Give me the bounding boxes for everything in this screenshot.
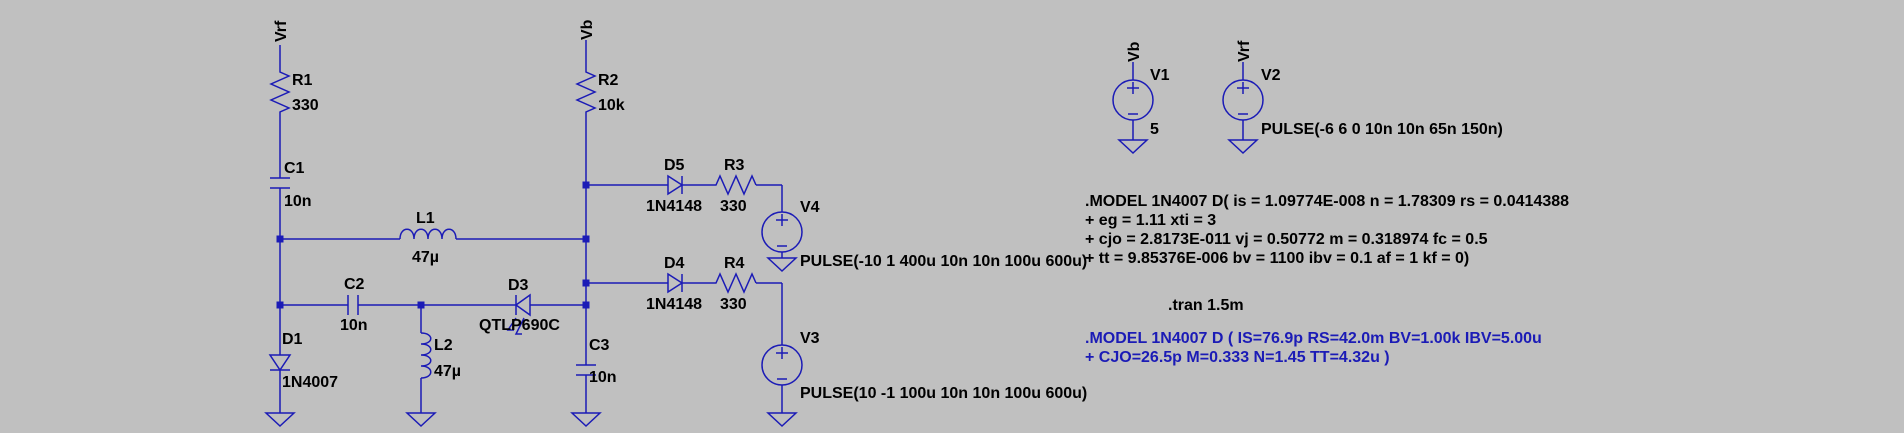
model1-line-4: + tt = 9.85376E-006 bv = 1100 ibv = 0.1 … (1085, 250, 1469, 267)
l1-value: 47µ (412, 249, 439, 266)
r2-value: 10k (598, 97, 625, 114)
r3-name: R3 (724, 157, 745, 174)
resistor-r3-symbol[interactable] (712, 174, 757, 196)
d3-name: D3 (508, 277, 529, 294)
model1-line-2: + eg = 1.11 xti = 3 (1085, 212, 1216, 229)
model1-line-3: + cjo = 2.8173E-011 vj = 0.50772 m = 0.3… (1085, 231, 1488, 248)
spice-model-directive-2[interactable]: .MODEL 1N4007 D ( IS=76.9p RS=42.0m BV=1… (1085, 330, 1542, 366)
junctions (276, 181, 590, 309)
ground-v4 (766, 257, 798, 273)
v1-value: 5 (1150, 121, 1159, 138)
c3-value: 10n (589, 369, 617, 386)
r4-name: R4 (724, 255, 745, 272)
net-label-vrf: Vrf (273, 20, 290, 42)
ground-l2 (405, 412, 437, 428)
r4-value: 330 (720, 296, 747, 313)
v1-name: V1 (1150, 67, 1170, 84)
r1-name: R1 (292, 72, 313, 89)
spice-model-directive-1[interactable]: .MODEL 1N4007 D( is = 1.09774E-008 n = 1… (1085, 193, 1569, 267)
voltage-source-v2-symbol[interactable] (1222, 79, 1264, 121)
r3-value: 330 (720, 198, 747, 215)
diode-d4-symbol[interactable] (667, 272, 684, 294)
v2-value: PULSE(-6 6 0 10n 10n 65n 150n) (1261, 121, 1503, 138)
voltage-source-v1-symbol[interactable] (1112, 79, 1154, 121)
c3-name: C3 (589, 337, 610, 354)
diode-d3-led-symbol[interactable] (506, 293, 531, 335)
resistor-r2-symbol[interactable] (575, 68, 597, 118)
net-label-vb: Vb (579, 19, 596, 40)
voltage-source-v3-symbol[interactable] (761, 344, 803, 386)
l1-name: L1 (416, 210, 435, 227)
d1-name: D1 (282, 331, 303, 348)
d3-value: QTLP690C (479, 317, 560, 334)
r2-name: R2 (598, 72, 619, 89)
v3-name: V3 (800, 330, 820, 347)
v4-value: PULSE(-10 1 400u 10n 10n 100u 600u) (800, 253, 1087, 270)
v2-name: V2 (1261, 67, 1281, 84)
capacitor-c2-symbol[interactable] (347, 295, 359, 315)
d5-value: 1N4148 (646, 198, 702, 215)
capacitor-c3-symbol[interactable] (576, 364, 596, 376)
l2-name: L2 (434, 337, 453, 354)
tran-directive[interactable]: .tran 1.5m (1168, 297, 1244, 314)
d4-name: D4 (664, 255, 685, 272)
net-label-vrf-v2: Vrf (1236, 40, 1253, 62)
c2-name: C2 (344, 276, 365, 293)
diode-d1-symbol[interactable] (268, 354, 292, 372)
r1-value: 330 (292, 97, 319, 114)
c1-name: C1 (284, 160, 305, 177)
d1-value: 1N4007 (282, 374, 338, 391)
model1-line-1: .MODEL 1N4007 D( is = 1.09774E-008 n = 1… (1085, 193, 1569, 210)
c1-value: 10n (284, 193, 312, 210)
model2-line-1: .MODEL 1N4007 D ( IS=76.9p RS=42.0m BV=1… (1085, 330, 1542, 347)
inductor-l1-symbol[interactable] (399, 228, 457, 240)
v4-name: V4 (800, 199, 820, 216)
voltage-source-v4-symbol[interactable] (761, 211, 803, 253)
d5-name: D5 (664, 157, 685, 174)
model2-line-2: + CJO=26.5p M=0.333 N=1.45 TT=4.32u ) (1085, 349, 1390, 366)
ground-v3 (766, 412, 798, 428)
net-label-vb-v1: Vb (1126, 41, 1143, 62)
ground-v1 (1117, 139, 1149, 155)
resistor-r1-symbol[interactable] (269, 68, 291, 118)
v3-value: PULSE(10 -1 100u 10n 10n 100u 600u) (800, 385, 1087, 402)
l2-value: 47µ (434, 363, 461, 380)
diode-d5-symbol[interactable] (667, 174, 684, 196)
d4-value: 1N4148 (646, 296, 702, 313)
resistor-r4-symbol[interactable] (712, 272, 757, 294)
ground-v2 (1227, 139, 1259, 155)
ground-d1 (264, 412, 296, 428)
ground-symbols (264, 139, 1259, 428)
inductor-l2-symbol[interactable] (420, 332, 432, 379)
c2-value: 10n (340, 317, 368, 334)
capacitor-c1-symbol[interactable] (270, 177, 290, 189)
ground-c3 (570, 412, 602, 428)
